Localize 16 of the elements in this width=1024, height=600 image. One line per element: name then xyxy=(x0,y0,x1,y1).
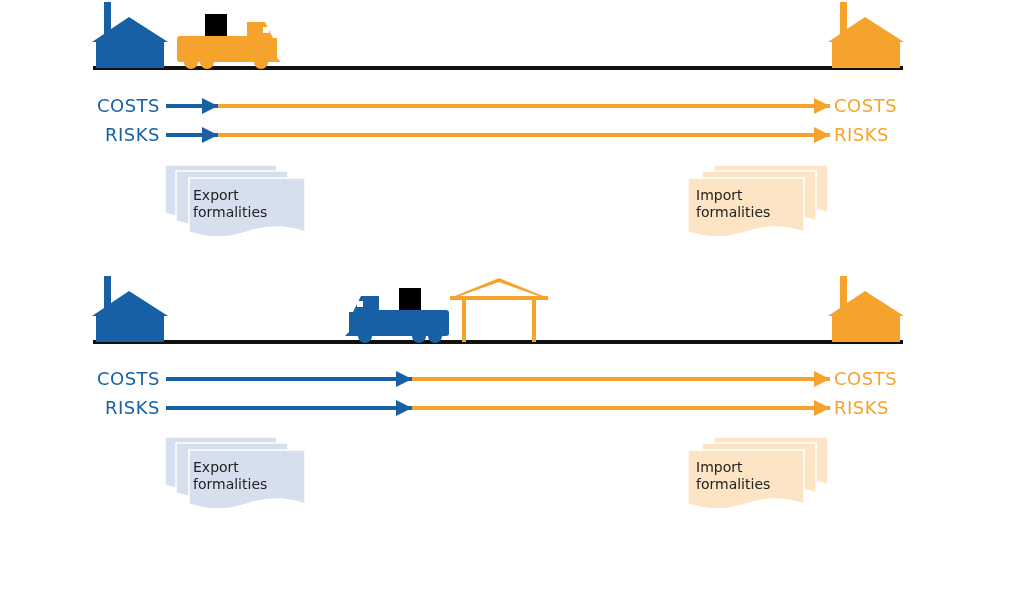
arrow xyxy=(166,400,830,416)
document-label: Export formalities xyxy=(193,187,269,221)
flow-label: RISKS xyxy=(60,397,160,419)
flow-label: COSTS xyxy=(834,95,934,117)
arrow xyxy=(166,371,830,387)
flow-label: COSTS xyxy=(60,368,160,390)
flow-label: RISKS xyxy=(60,124,160,146)
document-label: Import formalities xyxy=(696,459,772,493)
document-label: Export formalities xyxy=(193,459,269,493)
document-label: Import formalities xyxy=(696,187,772,221)
flow-label: COSTS xyxy=(834,368,934,390)
flow-label: COSTS xyxy=(60,95,160,117)
arrow xyxy=(166,127,830,143)
flow-label: RISKS xyxy=(834,397,934,419)
flow-label: RISKS xyxy=(834,124,934,146)
arrow xyxy=(166,98,830,114)
